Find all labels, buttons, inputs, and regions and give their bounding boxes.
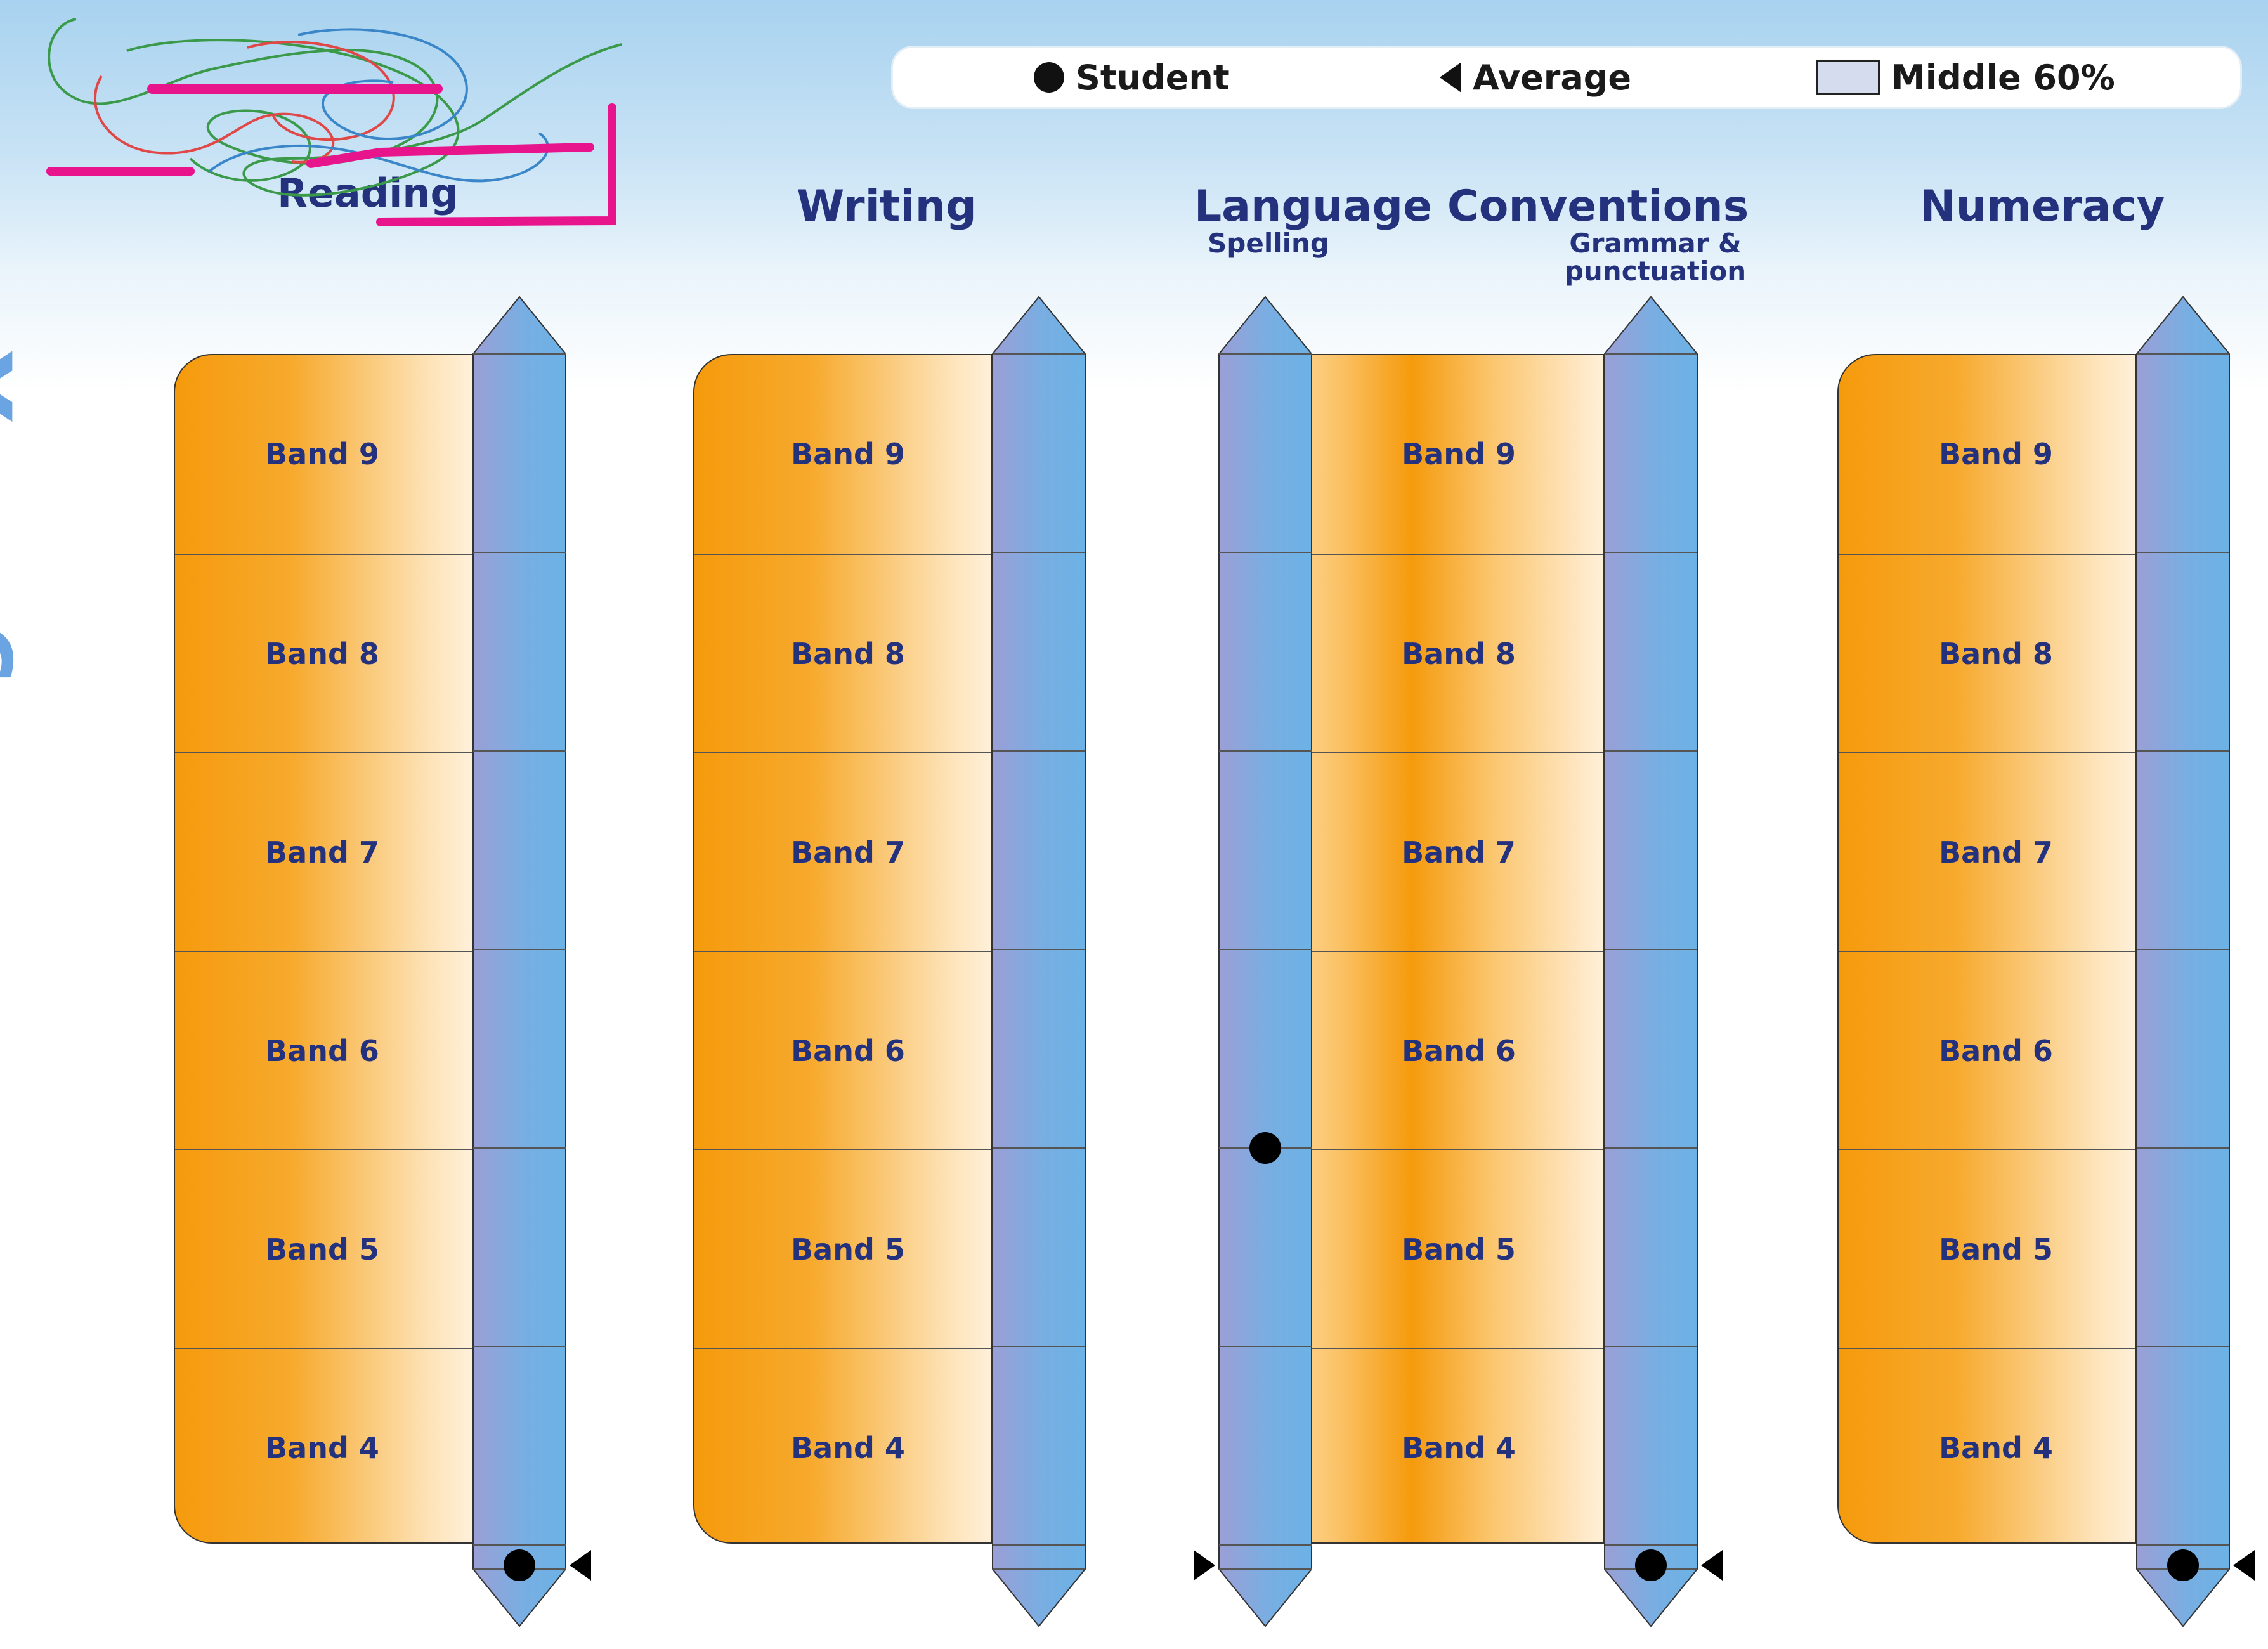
band-row: Band 7 — [694, 752, 991, 951]
band-label: Band 9 — [791, 437, 905, 471]
numeracy-student-dot — [2167, 1549, 2199, 1581]
grammar-student-dot — [1635, 1549, 1667, 1581]
band-row: Band 7 — [175, 752, 472, 951]
band-row: Band 8 — [175, 554, 472, 752]
band-label: Band 7 — [1402, 835, 1516, 870]
band-label: Band 7 — [1939, 835, 2053, 870]
band-row: Band 6 — [1220, 951, 1603, 1149]
writing-scale-column — [992, 296, 1086, 1627]
band-row: Band 8 — [1220, 554, 1603, 752]
grammar-label-line1: Grammar & — [1569, 228, 1742, 259]
band-label: Band 5 — [265, 1232, 379, 1267]
band-label: Band 5 — [1939, 1232, 2053, 1267]
reading-student-dot — [504, 1549, 535, 1581]
band-label: Band 6 — [265, 1034, 379, 1068]
band-row: Band 7 — [1839, 752, 2135, 951]
writing-bands-panel: Band 9 Band 8 Band 7 Band 6 Band 5 Band … — [693, 354, 993, 1544]
band-label: Band 6 — [1939, 1034, 2053, 1068]
band-label: Band 8 — [1939, 637, 2053, 671]
band-row: Band 8 — [1839, 554, 2135, 752]
band-label: Band 9 — [265, 437, 379, 471]
band-row: Band 9 — [1220, 355, 1603, 554]
band-row: Band 9 — [694, 355, 991, 554]
spelling-student-dot — [1249, 1132, 1281, 1164]
legend-middle: Middle 60% — [1816, 48, 2115, 107]
grammar-average-triangle — [1701, 1550, 1723, 1581]
band-label: Band 7 — [265, 835, 379, 870]
numeracy-title: Numeracy — [1919, 181, 2165, 231]
band-row: Band 4 — [1839, 1348, 2135, 1546]
spelling-label: Spelling — [1208, 228, 1329, 259]
band-label: Band 4 — [1939, 1431, 2053, 1465]
band-label: Band 8 — [265, 637, 379, 671]
scribble-annotation — [46, 18, 622, 226]
band-row: Band 6 — [694, 951, 991, 1149]
writing-title: Writing — [797, 181, 977, 231]
legend-student-label: Student — [1076, 57, 1230, 98]
legend-average: Average — [1440, 48, 1631, 107]
spelling-average-triangle — [1194, 1550, 1215, 1581]
reading-title: Reading — [277, 170, 459, 216]
language-conventions-title: Language Conventions — [1194, 181, 1749, 231]
band-row: Band 7 — [1220, 752, 1603, 951]
numeracy-bands-panel: Band 9 Band 8 Band 7 Band 6 Band 5 Band … — [1837, 354, 2137, 1544]
grammar-scale-column — [1604, 296, 1698, 1627]
band-label: Band 4 — [265, 1431, 379, 1465]
band-label: Band 4 — [1402, 1431, 1516, 1465]
grammar-label: Grammar & punctuation — [1548, 230, 1763, 285]
band-label: Band 6 — [791, 1034, 905, 1068]
band-label: Band 4 — [791, 1431, 905, 1465]
score-markers — [504, 1132, 2255, 1581]
band-row: Band 6 — [175, 951, 472, 1149]
band-label: Band 8 — [1402, 637, 1516, 671]
band-label: Band 7 — [791, 835, 905, 870]
reading-average-triangle — [570, 1550, 591, 1581]
legend: Student Average Middle 60% — [893, 48, 2240, 107]
band-row: Band 5 — [175, 1149, 472, 1348]
scale-columns — [472, 296, 2230, 1627]
legend-middle-label: Middle 60% — [1891, 57, 2115, 98]
band-row: Band 5 — [694, 1149, 991, 1348]
band-row: Band 4 — [1220, 1348, 1603, 1546]
student-dot-icon — [1034, 62, 1064, 93]
band-row: Band 4 — [694, 1348, 991, 1546]
band-label: Band 5 — [1402, 1232, 1516, 1267]
band-label: Band 9 — [1402, 437, 1516, 471]
band-row: Band 8 — [694, 554, 991, 752]
grammar-label-line2: punctuation — [1564, 256, 1747, 287]
band-row: Band 6 — [1839, 951, 2135, 1149]
band-row: Band 5 — [1839, 1149, 2135, 1348]
band-label: Band 5 — [791, 1232, 905, 1267]
average-triangle-icon — [1440, 62, 1461, 93]
spelling-scale-column — [1218, 296, 1312, 1627]
middle-60-box-icon — [1816, 60, 1880, 95]
band-row: Band 9 — [1839, 355, 2135, 554]
legend-student: Student — [1034, 48, 1230, 107]
band-label: Band 9 — [1939, 437, 2053, 471]
band-row: Band 5 — [1220, 1149, 1603, 1348]
numeracy-scale-column — [2136, 296, 2230, 1627]
band-label: Band 6 — [1402, 1034, 1516, 1068]
band-row: Band 9 — [175, 355, 472, 554]
band-label: Band 8 — [791, 637, 905, 671]
reading-scale-column — [472, 296, 566, 1627]
legend-average-label: Average — [1473, 57, 1632, 98]
numeracy-average-triangle — [2233, 1550, 2255, 1581]
band-row: Band 4 — [175, 1348, 472, 1546]
